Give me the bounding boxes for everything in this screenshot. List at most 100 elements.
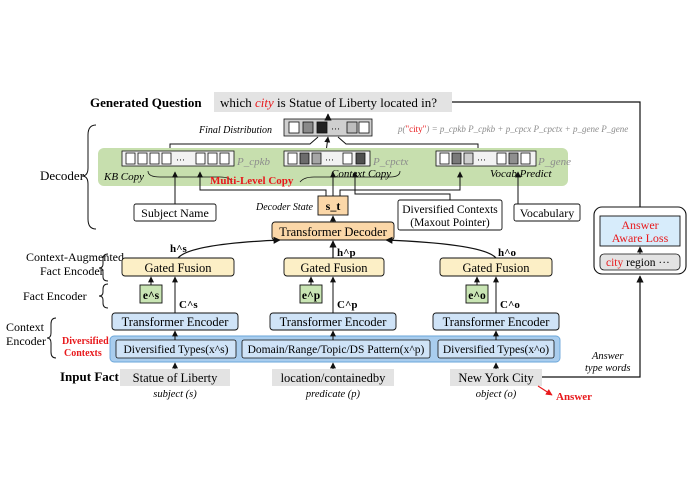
final-dist-cell-5 [358, 121, 370, 134]
ctx-cell-5 [355, 152, 366, 165]
generated-question-label: Generated Question [90, 95, 202, 110]
subject-input-box [120, 369, 230, 386]
gated-fusion-p-text: Gated Fusion [300, 261, 368, 275]
object-input-box [450, 369, 542, 386]
div-types-s-box [115, 339, 237, 359]
p-cpkb-label: P_cpkb [236, 156, 270, 168]
object-input-text: New York City [458, 371, 534, 385]
fact-encoder-label: Fact Encoder [23, 289, 87, 303]
answer-arrow [537, 385, 553, 396]
input-fact-label: Input Fact [60, 369, 120, 384]
kb-ellipsis: ··· [176, 155, 185, 165]
voc-cell-5 [508, 152, 519, 165]
kb-cell-4 [161, 152, 172, 165]
c-o-label: C^o [500, 299, 520, 311]
gated-fusion-o [439, 257, 553, 277]
h-p-label: h^p [337, 247, 356, 259]
predicate-input-text: location/containedby [281, 371, 387, 385]
gated-fusion-s-text: Gated Fusion [144, 261, 212, 275]
ctx-cell-4 [342, 152, 353, 165]
drt-pattern-text: Domain/Range/Topic/DS Pattern(x^p) [248, 344, 425, 356]
decoder-label: Decoder [40, 168, 85, 183]
generated-question-box [214, 92, 452, 112]
answer-aware-loss-1: Answer [621, 218, 658, 232]
transformer-encoder-p-text: Transformer Encoder [280, 315, 388, 329]
p-cpctx-label: P_cpctx [372, 156, 409, 168]
p-gene-label: P_gene [537, 156, 571, 168]
voc-cell-2 [451, 152, 462, 165]
voc-cell-4 [496, 152, 507, 165]
final-distribution-label: Final Distribution [198, 125, 272, 136]
answer-label: Answer [556, 391, 592, 403]
object-role: object (o) [476, 389, 517, 400]
voc-cell-1 [439, 152, 450, 165]
generated-question-text: which city is Statue of Liberty located … [220, 95, 437, 110]
kb-bracket-line [147, 170, 233, 183]
answer-type-words-2: type words [585, 363, 630, 374]
kb-cell-6 [207, 152, 218, 165]
transformer-encoder-o-text: Transformer Encoder [443, 315, 551, 329]
distribution-formula: p("city") = p_cpkb P_cpkb + p_cpcx P_cpc… [397, 124, 628, 134]
div-types-s-text: Diversified Types(x^s) [124, 344, 229, 356]
transformer-encoder-s-text: Transformer Encoder [122, 315, 230, 329]
fact-encoder-bracket [98, 283, 109, 309]
maxout-to-ctx-arrow [352, 171, 451, 200]
kb-cell-5 [195, 152, 206, 165]
final-dist-cell-1 [288, 121, 300, 134]
h-s-label: h^s [170, 243, 188, 255]
kb-cell-2 [137, 152, 148, 165]
diversified-contexts-label-2: Contexts [64, 348, 102, 359]
vocabulary-text: Vocabulary [520, 206, 574, 220]
gated-fusion-p [283, 257, 385, 277]
answer-type-words-text: city region ··· [606, 257, 670, 269]
transformer-encoder-p [269, 312, 397, 331]
kb-cell-1 [125, 152, 136, 165]
ctx-ellipsis: ··· [325, 155, 334, 165]
decoder-bracket [81, 124, 97, 230]
decoder-state-label: Decoder State [255, 202, 313, 213]
transformer-encoder-o [432, 312, 560, 331]
fusion-bracket [98, 253, 109, 282]
diversified-contexts-label-1: Diversified [62, 336, 109, 347]
voc-ellipsis: ··· [477, 155, 486, 165]
c-s-label: C^s [179, 299, 198, 311]
context-augmented-label-2: Fact Encoder [40, 264, 104, 278]
answer-aware-loss-box [599, 215, 681, 247]
kb-cell-3 [149, 152, 160, 165]
gated-fusion-s [121, 257, 235, 277]
predicate-role: predicate (p) [305, 389, 361, 400]
subject-role: subject (s) [153, 389, 197, 400]
fact-embedding-p-text: e^p [302, 290, 320, 302]
context-encoder-label-1: Context [6, 320, 45, 334]
ctx-cell-2 [299, 152, 310, 165]
vocabulary-box [513, 203, 581, 222]
state-to-vocab-arrow [339, 171, 463, 196]
multi-level-copy-label: Multi-Level Copy [210, 175, 294, 187]
subject-name-text: Subject Name [141, 206, 209, 220]
ctx-cell-1 [287, 152, 298, 165]
subject-input-text: Statue of Liberty [133, 371, 218, 385]
kb-copy-label: KB Copy [103, 171, 144, 183]
ctx-cell-3 [311, 152, 322, 165]
ho-to-decoder-curve [385, 236, 497, 259]
final-dist-ellipsis: ··· [331, 124, 340, 134]
final-dist-cell-2 [302, 121, 314, 134]
div-types-o-text: Diversified Types(x^o) [443, 344, 549, 356]
voc-cell-3 [463, 152, 474, 165]
fact-embedding-s-text: e^s [143, 290, 160, 302]
h-o-label: h^o [498, 247, 517, 259]
context-encoder-label-2: Encoder [6, 334, 46, 348]
diversified-maxout-text-1: Diversified Contexts [402, 204, 498, 216]
fact-embedding-o-text: e^o [468, 290, 486, 302]
answer-type-arrow [542, 275, 644, 378]
answer-aware-loss-2: Aware Loss [612, 231, 669, 245]
context-copy-label: Context Copy [331, 168, 391, 180]
hs-to-decoder-curve [177, 236, 281, 259]
drt-pattern-box [241, 339, 431, 359]
voc-cell-6 [520, 152, 531, 165]
context-augmented-label-1: Context-Augmented [26, 250, 124, 264]
final-dist-cell-4 [346, 121, 358, 134]
diversified-maxout-text-2: (Maxout Pointer) [410, 217, 490, 229]
final-dist-cell-3 [316, 121, 328, 134]
